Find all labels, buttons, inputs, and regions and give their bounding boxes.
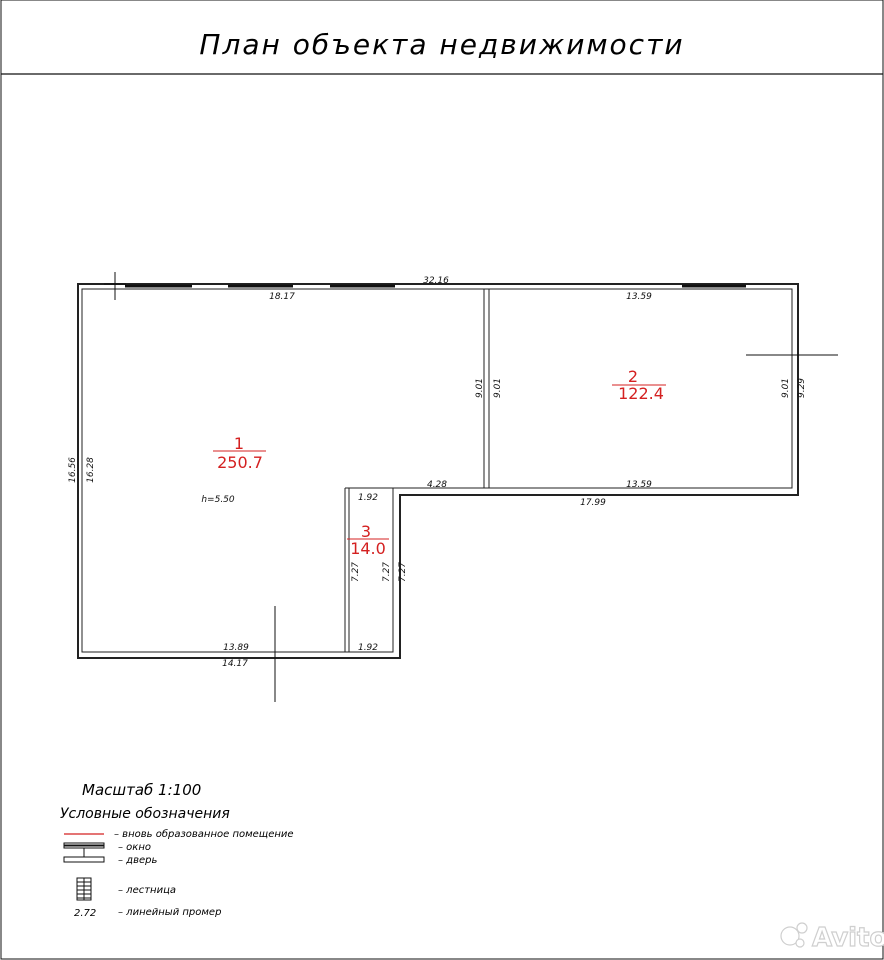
legend-window-symbol bbox=[63, 842, 105, 849]
dim-top-outer: 32.16 bbox=[423, 276, 449, 286]
dim-mid-wall-left: 9.01 bbox=[475, 378, 485, 398]
walls bbox=[77, 283, 799, 659]
legend-door-symbol bbox=[63, 848, 105, 863]
room2-number: 2 bbox=[628, 367, 638, 386]
room1-number: 1 bbox=[234, 434, 244, 453]
dim-room2-top: 13.59 bbox=[626, 292, 652, 302]
room1-area: 250.7 bbox=[217, 453, 263, 472]
legend-stairs-label: – лестница bbox=[118, 885, 176, 896]
legend-measure-label: – линейный промер bbox=[118, 907, 221, 918]
watermark-text: Avito bbox=[812, 923, 884, 953]
room2-area: 122.4 bbox=[618, 384, 664, 403]
dim-right-inner: 9.01 bbox=[781, 378, 791, 398]
scale-label: Масштаб 1:100 bbox=[82, 781, 201, 799]
dim-room3-left: 7.27 bbox=[351, 562, 361, 582]
dim-bottom-left-outer: 14.17 bbox=[222, 659, 248, 669]
legend-heading: Условные обозначения bbox=[60, 806, 230, 822]
legend-measure-example: 2.72 bbox=[74, 908, 96, 919]
dim-room3-right-outer: 7.27 bbox=[398, 562, 408, 582]
dim-mid-wall-right: 9.01 bbox=[493, 378, 503, 398]
dim-left-outer: 16.56 bbox=[68, 457, 78, 483]
dim-room3-top: 1.92 bbox=[358, 493, 378, 503]
outer-wall bbox=[77, 283, 799, 659]
dim-room3-right-inner: 7.27 bbox=[382, 562, 392, 582]
axis-markers bbox=[104, 272, 838, 702]
legend-door-label: – дверь bbox=[118, 855, 157, 866]
room1-height: h=5.50 bbox=[201, 495, 235, 505]
dim-room3-bottom: 1.92 bbox=[358, 643, 378, 653]
inner-wall bbox=[81, 288, 793, 653]
watermark: Avito bbox=[780, 922, 884, 954]
dim-right-outer: 9.29 bbox=[797, 378, 807, 398]
dim-room1-bottom: 13.89 bbox=[223, 643, 249, 653]
legend-window-label: – окно bbox=[118, 842, 151, 853]
room3-number: 3 bbox=[361, 522, 371, 541]
dim-left-inner: 16.28 bbox=[86, 457, 96, 483]
plan-title: План объекта недвижимости bbox=[199, 28, 684, 61]
room3-area: 14.0 bbox=[350, 539, 386, 558]
legend: Масштаб 1:100 Условные обозначения – вно… bbox=[60, 781, 294, 919]
legend-new-room-label: – вновь образованное помещение bbox=[114, 828, 294, 840]
stairs-icon bbox=[76, 877, 92, 901]
dim-room2-bottom: 13.59 bbox=[626, 480, 652, 490]
dim-room1-step: 4.28 bbox=[427, 480, 447, 490]
new-room-markers bbox=[213, 384, 666, 540]
dim-bottom-right-outer: 17.99 bbox=[580, 498, 606, 508]
dim-room1-top: 18.17 bbox=[269, 292, 295, 302]
watermark-dots-icon bbox=[780, 926, 800, 946]
